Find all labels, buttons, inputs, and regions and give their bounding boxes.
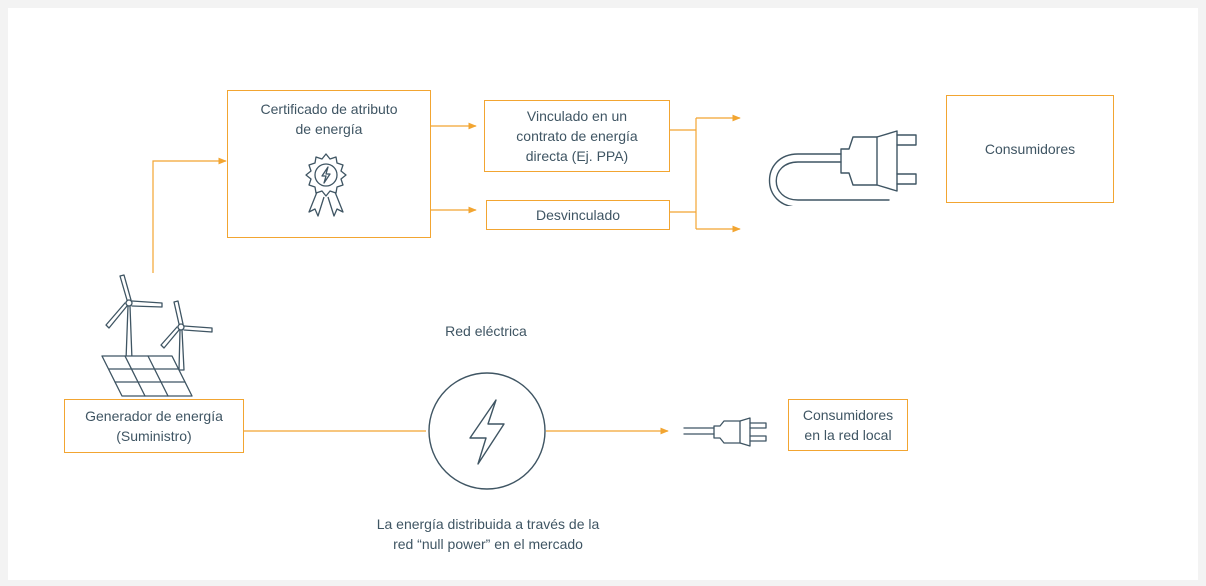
generator-label: Generador de energía (Suministro) xyxy=(85,408,223,444)
distribution-label: La energía distribuida a través de la re… xyxy=(376,516,600,552)
local-consumers-label: Consumidores en la red local xyxy=(802,407,894,443)
certificate-label: Certificado de atributo de energía xyxy=(260,101,398,137)
electric-plug-small-icon xyxy=(683,417,767,447)
arrow-generator-to-certificate xyxy=(152,157,227,273)
bundled-box: Vinculado en un contrato de energía dire… xyxy=(484,100,670,172)
lightning-bolt-icon xyxy=(428,372,546,490)
unbundled-box: Desvinculado xyxy=(486,200,670,230)
wind-turbines-solar-panel-icon xyxy=(101,274,213,397)
diagram-canvas: Certificado de atributo de energía Vincu… xyxy=(8,8,1198,580)
grid-label: Red eléctrica xyxy=(445,323,527,339)
generator-box: Generador de energía (Suministro) xyxy=(64,399,244,453)
certificate-badge-icon xyxy=(305,153,347,217)
consumers-box: Consumidores xyxy=(946,95,1114,203)
connector-lines xyxy=(152,114,741,435)
local-consumers-box: Consumidores en la red local xyxy=(788,399,908,451)
bundled-label: Vinculado en un contrato de energía dire… xyxy=(516,108,638,164)
electric-plug-icon xyxy=(768,130,917,206)
unbundled-label: Desvinculado xyxy=(535,207,621,223)
consumers-label: Consumidores xyxy=(984,141,1076,157)
